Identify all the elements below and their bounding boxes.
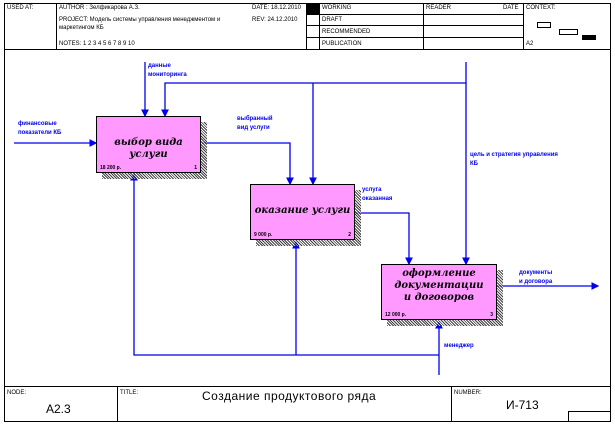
label-line: мониторинга [148, 72, 187, 78]
label-line: услуга [362, 187, 382, 193]
label-line: показатели КБ [18, 130, 62, 136]
date: DATE: 18.12.2010 [252, 5, 301, 11]
arrow-feedback-box1 [130, 172, 439, 356]
box-1-number: 1 [194, 165, 197, 171]
status-recommended: RECOMMENDED [322, 29, 371, 35]
context-node: A2 [526, 41, 534, 47]
activity-box-1[interactable]: выбор вида услуги 18 200 р. 1 [96, 116, 201, 173]
title-label: TITLE: [120, 390, 139, 396]
number-label: NUMBER: [454, 390, 482, 396]
box-3-title: оформление документации и договоров [382, 268, 496, 304]
reader-date-label: DATE [503, 5, 519, 11]
diagram-frame [4, 50, 611, 386]
label-documents: документы и договора [519, 269, 552, 287]
context-label: CONTEXT: [526, 5, 556, 11]
footer-corner-box [568, 411, 611, 422]
label-manager: менеджер [444, 343, 474, 349]
label-line: финансовые [18, 121, 57, 127]
box-3-number: 3 [490, 312, 493, 318]
header-row-1 [306, 14, 523, 15]
header-div-1 [56, 3, 57, 50]
header-div-5 [523, 3, 524, 50]
notes: NOTES: 1 2 3 4 5 6 7 8 9 10 [59, 41, 135, 47]
label-financial: финансовые показатели КБ [18, 120, 61, 138]
title-line: документации [394, 280, 484, 291]
rev: REV: 24.12.2010 [252, 17, 298, 23]
box-1-cost: 18 200 р. [100, 165, 122, 171]
context-box-1 [537, 22, 551, 28]
box-2-cost: 9 000 р. [254, 232, 273, 238]
title-line: оформление [402, 268, 476, 279]
label-service-rendered: услуга оказанная [362, 186, 392, 204]
header-frame [4, 3, 611, 50]
status-draft: DRAFT [322, 17, 342, 23]
node-label: NODE: [7, 390, 27, 396]
box-3-cost: 12 000 р. [385, 312, 407, 318]
working-marker [307, 4, 319, 14]
number-value: И-713 [506, 398, 539, 412]
activity-box-3[interactable]: оформление документации и договоров 12 0… [381, 264, 497, 320]
activity-box-2[interactable]: оказание услуги 9 000 р. 2 [250, 184, 355, 240]
node-value: A2.3 [46, 402, 71, 416]
label-line: документы [519, 270, 553, 276]
diagram-title: Создание продуктового ряда [202, 389, 377, 403]
label-line: КБ [470, 161, 478, 167]
box-1-title: выбор вида услуги [114, 137, 183, 160]
project: PROJECT: Модель системы управления менед… [59, 17, 221, 23]
box-2-title: оказание услуги [254, 205, 351, 216]
project-line2: маркетингом КБ [59, 25, 104, 31]
arrow-selected-service [202, 142, 294, 186]
label-line: оказанная [362, 196, 393, 202]
status-publication: PUBLICATION [322, 41, 362, 47]
footer-frame [4, 386, 611, 422]
footer-div-1 [117, 386, 118, 422]
box-2-number: 2 [348, 232, 351, 238]
arrow-service-rendered [355, 212, 413, 266]
label-line: данные [148, 63, 171, 69]
label-selected-service: выбранный вид услуги [237, 115, 273, 133]
author: AUTHOR : Зелфикарова А.З. [59, 5, 140, 11]
footer-div-2 [451, 386, 452, 422]
label-line: вид услуги [237, 125, 270, 131]
context-box-3 [582, 35, 596, 40]
context-box-2 [559, 29, 578, 35]
label-line: и договора [519, 279, 553, 285]
label-goals-strategy: цель и стратегия управления КБ [470, 151, 558, 169]
header-row-3 [306, 37, 523, 38]
header-div-4 [423, 3, 424, 50]
header-div-2 [306, 3, 307, 50]
used-at-label: USED AT: [7, 5, 34, 11]
label-line: цель и стратегия управления [470, 152, 558, 158]
arrow-goals-to-box1 [161, 62, 467, 118]
status-working: WORKING [322, 5, 352, 11]
label-monitoring-data: данные мониторинга [148, 62, 187, 80]
header-row-2 [306, 25, 523, 26]
title-line: и договоров [403, 292, 475, 303]
header-div-3 [319, 3, 320, 50]
label-line: выбранный [237, 116, 273, 122]
reader-label: READER [426, 5, 452, 11]
